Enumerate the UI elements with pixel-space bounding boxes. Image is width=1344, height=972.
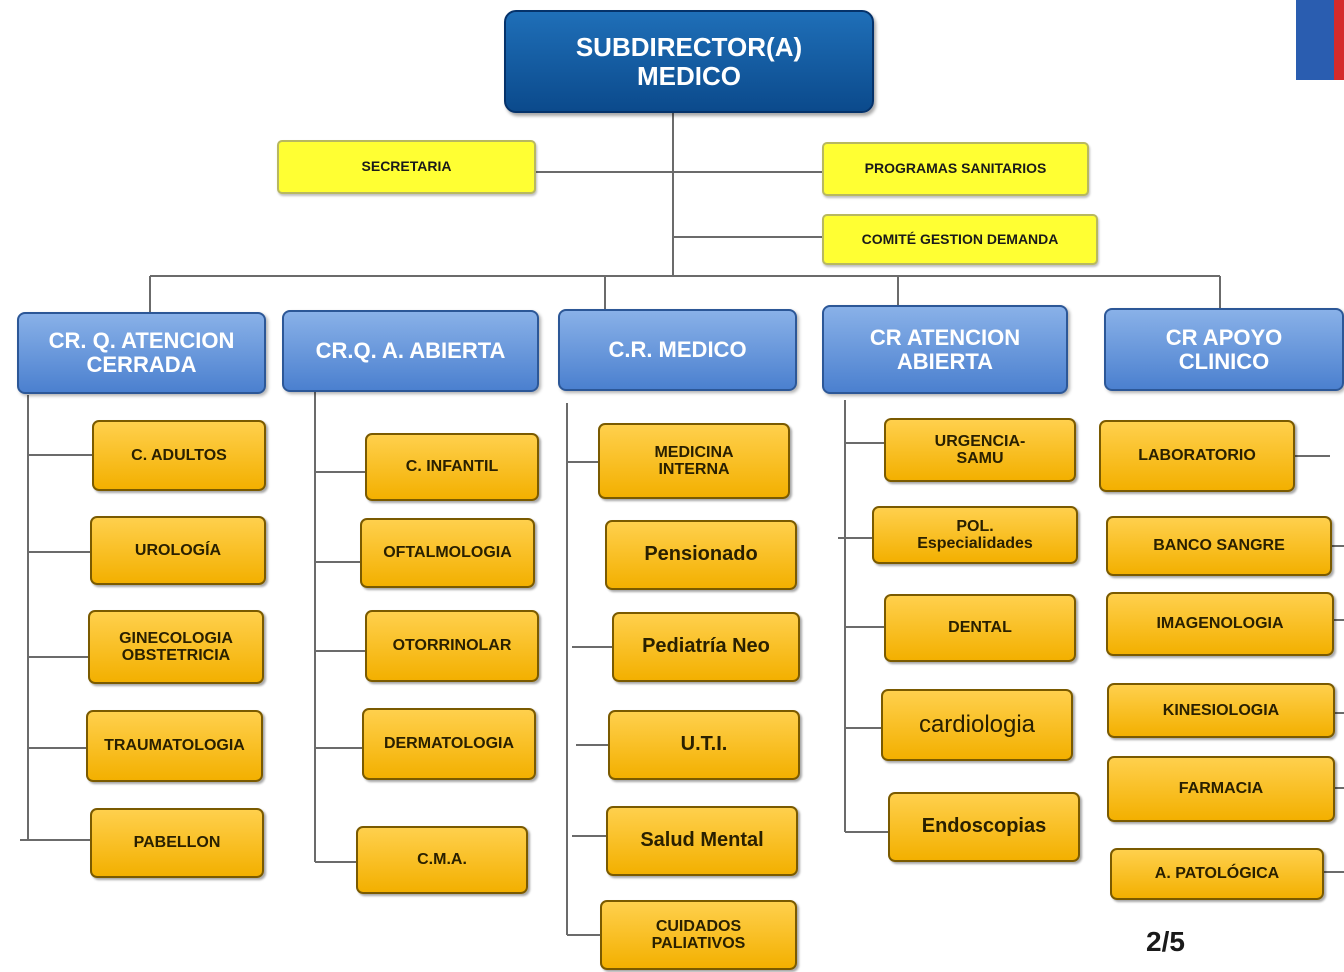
unit-box: Pensionado <box>605 520 797 590</box>
unit-box: C. INFANTIL <box>365 433 539 501</box>
unit-box: Pediatría Neo <box>612 612 800 682</box>
unit-box: GINECOLOGIA OBSTETRICIA <box>88 610 264 684</box>
division-qa-abierta: CR.Q. A. ABIERTA <box>282 310 539 392</box>
unit-box: A. PATOLÓGICA <box>1110 848 1324 900</box>
unit-box: Salud Mental <box>606 806 798 876</box>
unit-box: Endoscopias <box>888 792 1080 862</box>
division-medico: C.R. MEDICO <box>558 309 797 391</box>
unit-box: URGENCIA- SAMU <box>884 418 1076 482</box>
division-atencion-abierta: CR ATENCION ABIERTA <box>822 305 1068 394</box>
unit-box: LABORATORIO <box>1099 420 1295 492</box>
unit-box: PABELLON <box>90 808 264 878</box>
division-atencion-cerrada: CR. Q. ATENCION CERRADA <box>17 312 266 394</box>
unit-box: U.T.I. <box>608 710 800 780</box>
unit-box: DERMATOLOGIA <box>362 708 536 780</box>
unit-box: cardiologia <box>881 689 1073 761</box>
unit-box: C.M.A. <box>356 826 528 894</box>
unit-box: OFTALMOLOGIA <box>360 518 535 588</box>
unit-box: TRAUMATOLOGIA <box>86 710 263 782</box>
unit-box: C. ADULTOS <box>92 420 266 491</box>
comite-gestion-demanda-box: COMITÉ GESTION DEMANDA <box>822 214 1098 265</box>
unit-box: KINESIOLOGIA <box>1107 683 1335 738</box>
unit-box: DENTAL <box>884 594 1076 662</box>
unit-box: UROLOGÍA <box>90 516 266 585</box>
unit-box: OTORRINOLAR <box>365 610 539 682</box>
subdirector-box: SUBDIRECTOR(A) MEDICO <box>504 10 874 113</box>
secretaria-box: SECRETARIA <box>277 140 536 194</box>
unit-box: BANCO SANGRE <box>1106 516 1332 576</box>
unit-box: FARMACIA <box>1107 756 1335 822</box>
unit-box: IMAGENOLOGIA <box>1106 592 1334 656</box>
page-number: 2/5 <box>1146 926 1185 957</box>
programas-sanitarios-box: PROGRAMAS SANITARIOS <box>822 142 1089 196</box>
unit-box: POL. Especialidades <box>872 506 1078 564</box>
division-apoyo-clinico: CR APOYO CLINICO <box>1104 308 1344 391</box>
unit-box: CUIDADOS PALIATIVOS <box>600 900 797 970</box>
logo-flag-red <box>1334 0 1344 80</box>
unit-box: MEDICINA INTERNA <box>598 423 790 499</box>
